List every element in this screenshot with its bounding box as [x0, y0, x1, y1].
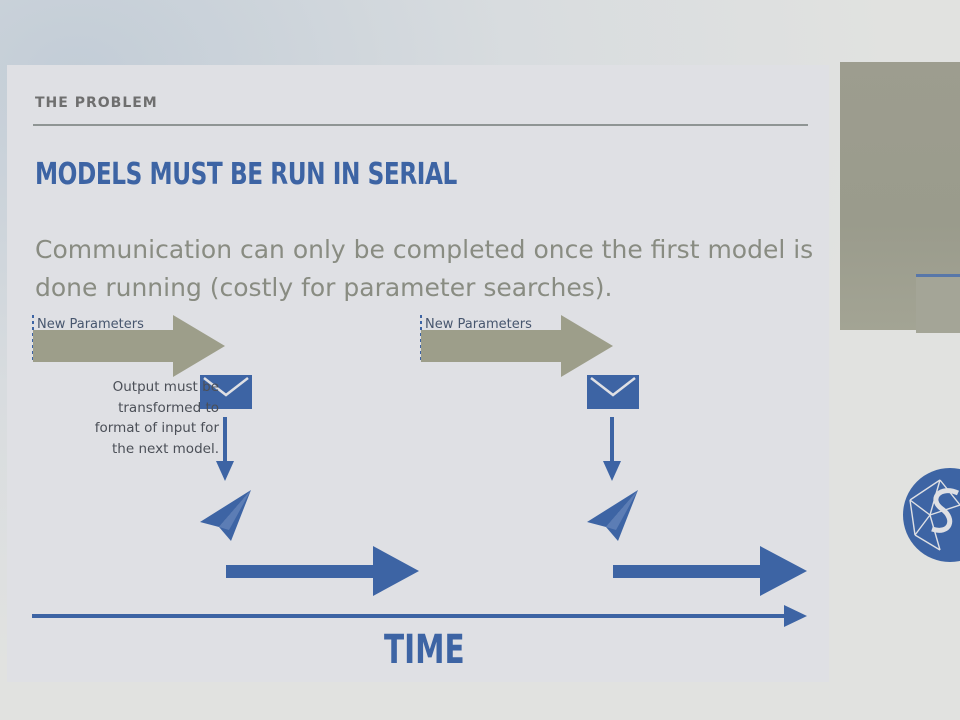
down-arrow-2: [603, 417, 621, 481]
time-label: TIME: [384, 627, 465, 673]
section-eyebrow: THE PROBLEM: [35, 95, 158, 111]
down-arrow-1: [216, 417, 234, 481]
transform-note: Output must be transformed to format of …: [94, 379, 219, 457]
slide: THE PROBLEM MODELS MUST BE RUN IN SERIAL…: [7, 65, 829, 682]
param-label-1: New Parameters: [37, 317, 144, 332]
new-parameters-arrow-1: [33, 315, 225, 377]
camera-object: [916, 274, 960, 333]
model-run-arrow-2: [613, 546, 807, 596]
divider-rule: [33, 124, 808, 126]
model-run-arrow-1: [226, 546, 419, 596]
new-parameters-arrow-2: [421, 315, 613, 377]
serial-process-diagram: [32, 315, 807, 627]
slide-title: MODELS MUST BE RUN IN SERIAL: [35, 157, 457, 192]
paper-plane-icon: [200, 490, 251, 541]
camera-feed: [840, 62, 960, 333]
envelope-icon: [587, 375, 639, 409]
time-axis-arrow: [32, 605, 807, 627]
paper-plane-icon: [587, 490, 638, 541]
param-label-2: New Parameters: [425, 317, 532, 332]
envelope-icon: [200, 375, 252, 409]
network-sphere-logo-icon: [900, 465, 960, 565]
slide-subtitle: Communication can only be completed once…: [35, 235, 814, 302]
